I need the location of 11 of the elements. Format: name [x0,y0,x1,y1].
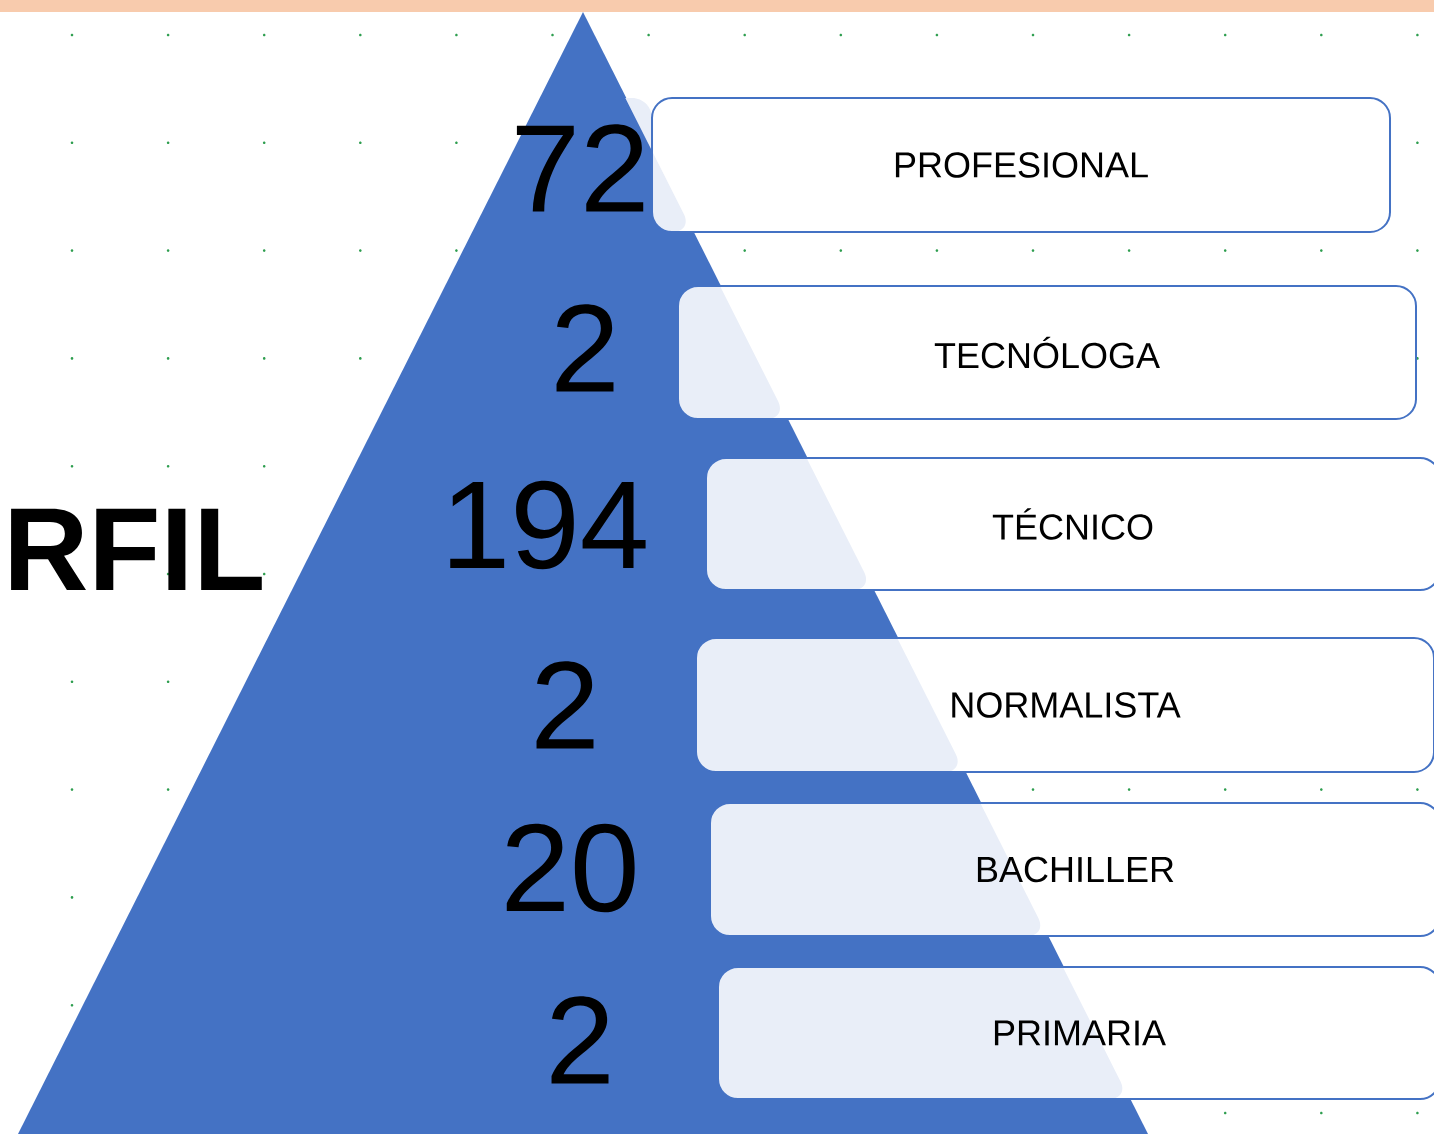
level-box: BACHILLER [709,802,1434,937]
count-number: 2 [556,304,614,392]
heading-text: RFIL [11,508,262,590]
count-number: 194 [450,480,646,570]
level-box: TECNÓLOGA [677,285,1417,420]
level-box: TÉCNICO [705,457,1434,591]
level-box: NORMALISTA [695,637,1434,773]
count-number: 2 [551,996,609,1084]
count-number: 20 [506,823,635,913]
count-number: 2 [536,661,594,749]
level-box: PRIMARIA [717,966,1434,1100]
